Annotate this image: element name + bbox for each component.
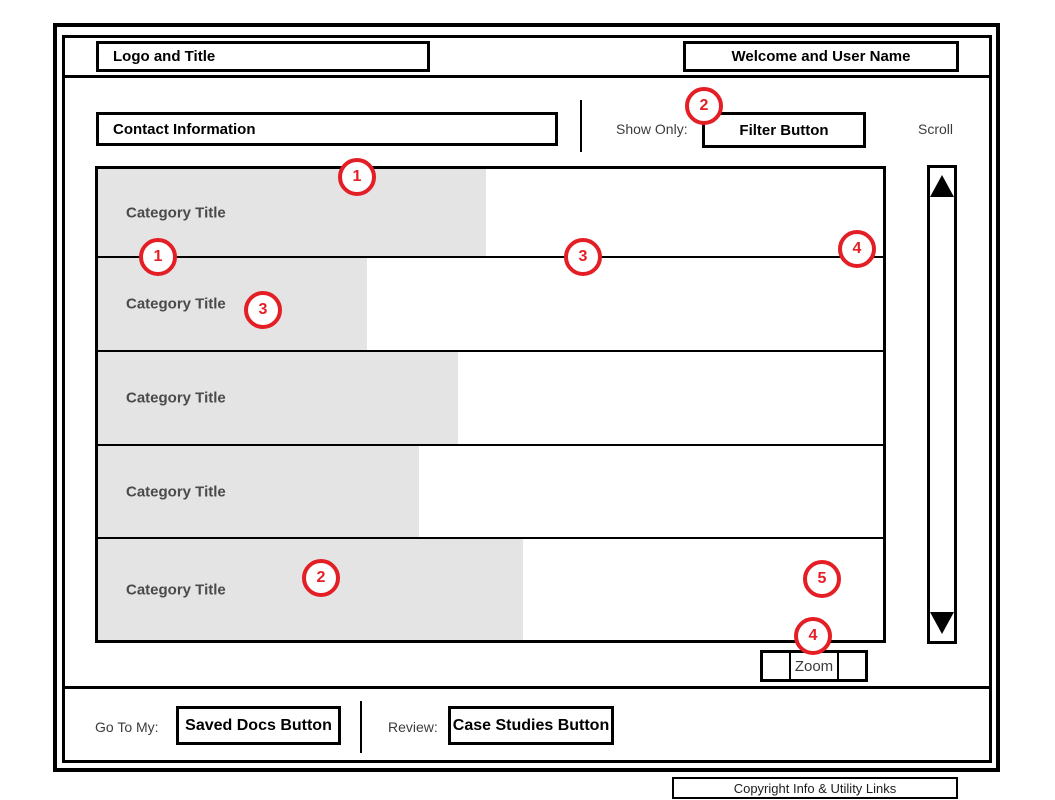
category-row[interactable]: Category Title (98, 352, 883, 446)
category-row-highlight (98, 258, 367, 350)
show-only-label: Show Only: (616, 121, 688, 137)
category-row-highlight (98, 352, 458, 444)
category-title-label: Category Title (126, 295, 226, 313)
scroll-label: Scroll (918, 121, 954, 137)
zoom-button-label: Zoom (794, 657, 834, 675)
zoom-out-cell[interactable] (763, 653, 789, 679)
case-studies-button-label: Case Studies Button (452, 716, 610, 734)
zoom-button[interactable]: Zoom (789, 653, 839, 679)
callout-4-zoom-control: 4 (794, 617, 832, 655)
category-row[interactable]: Category Title (98, 539, 883, 640)
category-list: Category Title Category Title Category T… (95, 166, 886, 643)
case-studies-button[interactable]: Case Studies Button (448, 706, 614, 745)
saved-docs-button-label: Saved Docs Button (185, 716, 332, 734)
welcome-label: Welcome and User Name (731, 48, 911, 65)
category-row[interactable]: Category Title (98, 258, 883, 352)
callout-3-category-title: 3 (244, 291, 282, 329)
filter-button[interactable]: Filter Button (702, 112, 866, 148)
welcome-user-name: Welcome and User Name (683, 41, 959, 72)
copyright-utility-links[interactable]: Copyright Info & Utility Links (672, 777, 958, 799)
category-title-label: Category Title (126, 581, 226, 598)
category-row[interactable]: Category Title (98, 169, 883, 258)
callout-1-list-top: 1 (338, 158, 376, 196)
go-to-my-label: Go To My: (95, 719, 159, 735)
saved-docs-button[interactable]: Saved Docs Button (176, 706, 341, 745)
contact-information-label: Contact Information (113, 120, 256, 138)
logo-title-label: Logo and Title (113, 48, 216, 65)
callout-3-row-divider-middle: 3 (564, 238, 602, 276)
callout-1-row-divider-left: 1 (139, 238, 177, 276)
footer-vertical-divider (360, 701, 362, 753)
category-title-label: Category Title (126, 389, 226, 407)
logo-and-title: Logo and Title (96, 41, 430, 72)
category-title-label: Category Title (126, 204, 226, 221)
header-divider (62, 75, 992, 78)
contact-information-box: Contact Information (96, 112, 558, 146)
scroll-down-icon[interactable] (930, 612, 954, 634)
callout-5-row-five-right: 5 (803, 560, 841, 598)
category-row[interactable]: Category Title (98, 446, 883, 539)
callout-2-row-five: 2 (302, 559, 340, 597)
scrollbar[interactable] (927, 165, 957, 644)
category-row-highlight (98, 446, 419, 537)
filter-button-label: Filter Button (739, 121, 829, 139)
toolbar-vertical-divider (580, 100, 582, 152)
zoom-in-cell[interactable] (839, 653, 865, 679)
page-inner-frame (62, 35, 992, 763)
category-title-label: Category Title (126, 483, 226, 500)
footer-divider (62, 686, 992, 689)
review-label: Review: (388, 719, 438, 735)
callout-4-row-divider-right: 4 (838, 230, 876, 268)
scroll-up-icon[interactable] (930, 175, 954, 197)
copyright-label: Copyright Info & Utility Links (733, 780, 897, 796)
callout-2-filter-button: 2 (685, 87, 723, 125)
zoom-control: Zoom (760, 650, 868, 682)
page-outer-border (53, 23, 1000, 772)
